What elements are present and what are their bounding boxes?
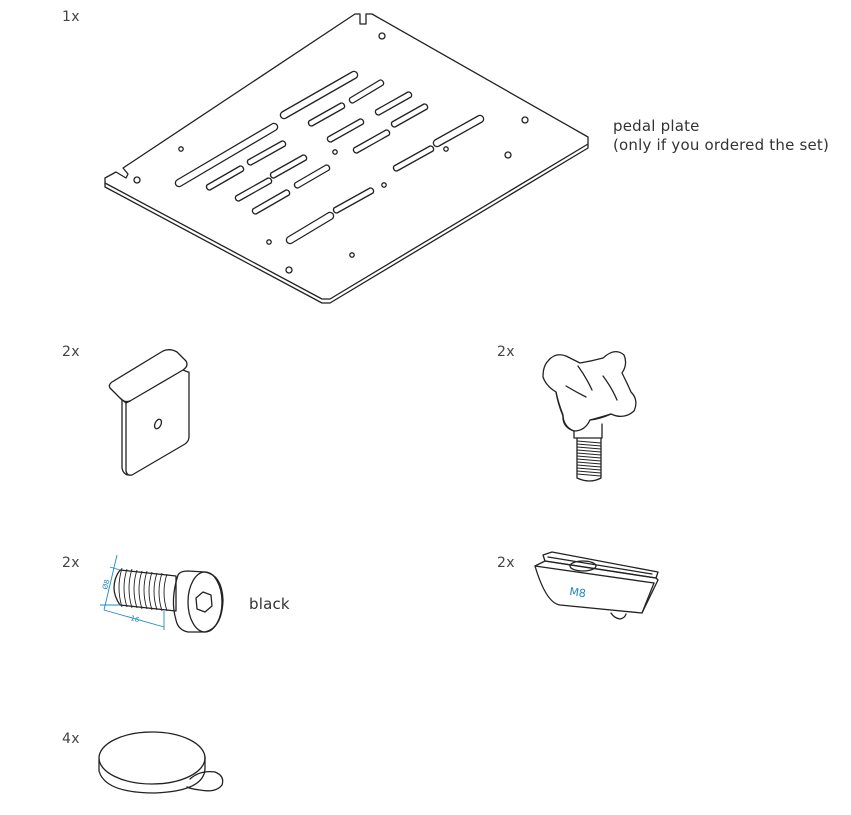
quantity-socket-screw: 2x	[62, 555, 80, 571]
star-knob-illustration	[542, 351, 637, 482]
quantity-angle-bracket: 2x	[62, 344, 80, 360]
quantity-pedal-plate: 1x	[62, 9, 80, 25]
t-slot-nut-illustration: M8	[534, 551, 659, 620]
adhesive-pad-illustration	[98, 731, 224, 794]
pedal-plate-illustration	[104, 13, 589, 304]
socket-screw-illustration: Ø8 16	[100, 554, 224, 633]
thread-size-label: M8	[569, 585, 587, 600]
diameter-dimension-label: Ø8	[101, 579, 111, 591]
length-dimension-label: 16	[129, 614, 140, 624]
socket-screw-label-line-1: black	[249, 595, 290, 613]
quantity-star-knob: 2x	[497, 344, 515, 360]
pedal-plate-label: pedal plate (only if you ordered the set…	[613, 117, 829, 155]
socket-screw-label: black	[249, 595, 290, 614]
quantity-t-slot-nut: 2x	[497, 555, 515, 571]
quantity-adhesive-pad: 4x	[62, 731, 80, 747]
angle-bracket-illustration	[108, 349, 190, 476]
pedal-plate-label-line-2: (only if you ordered the set)	[613, 136, 830, 154]
pedal-plate-label-line-1: pedal plate	[613, 117, 700, 135]
